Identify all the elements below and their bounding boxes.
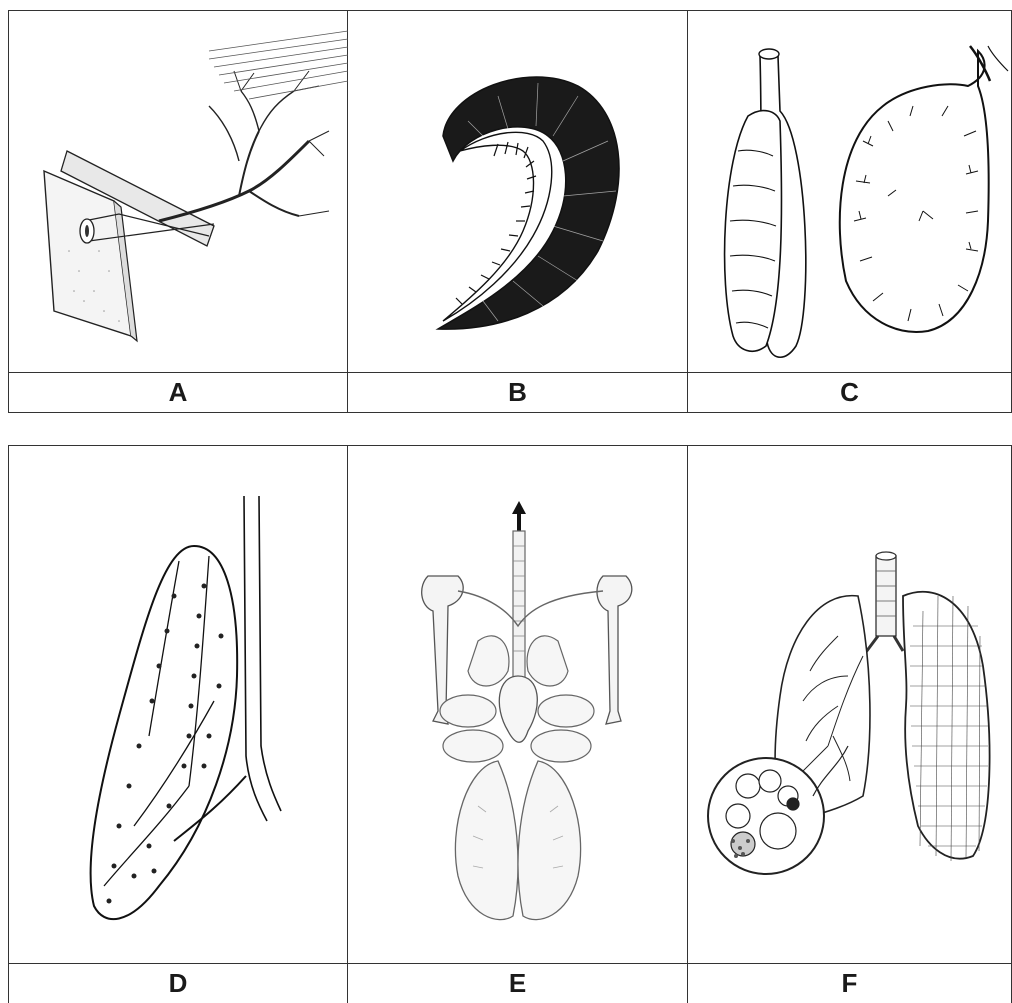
panel-b: B	[348, 11, 688, 412]
panel-label-d: D	[169, 968, 188, 999]
panel-label-row: F	[688, 963, 1011, 1003]
gill-filament-icon	[348, 11, 687, 372]
chambered-lung-icon	[9, 446, 347, 963]
panel-label-a: A	[169, 377, 188, 408]
tracheal-tube-icon	[9, 11, 347, 372]
panel-label-row: E	[348, 963, 687, 1003]
bottom-panel-grid: D	[8, 445, 1012, 1003]
panel-label-c: C	[840, 377, 859, 408]
top-panel-grid: A	[8, 10, 1012, 413]
panel-d: D	[9, 446, 348, 1003]
panel-a: A	[9, 11, 348, 412]
panel-label-row: B	[348, 372, 687, 412]
panel-label-b: B	[508, 377, 527, 408]
bird-air-sac-icon	[348, 446, 687, 963]
panel-label-row: C	[688, 372, 1011, 412]
panel-label-f: F	[842, 968, 858, 999]
panel-e: E	[348, 446, 688, 1003]
panel-label-row: A	[9, 372, 347, 412]
sac-lung-icon	[688, 11, 1011, 372]
panel-label-row: D	[9, 963, 347, 1003]
panel-c: C	[688, 11, 1011, 412]
panel-label-e: E	[509, 968, 526, 999]
mammal-lung-icon	[688, 446, 1011, 963]
panel-f: F	[688, 446, 1011, 1003]
